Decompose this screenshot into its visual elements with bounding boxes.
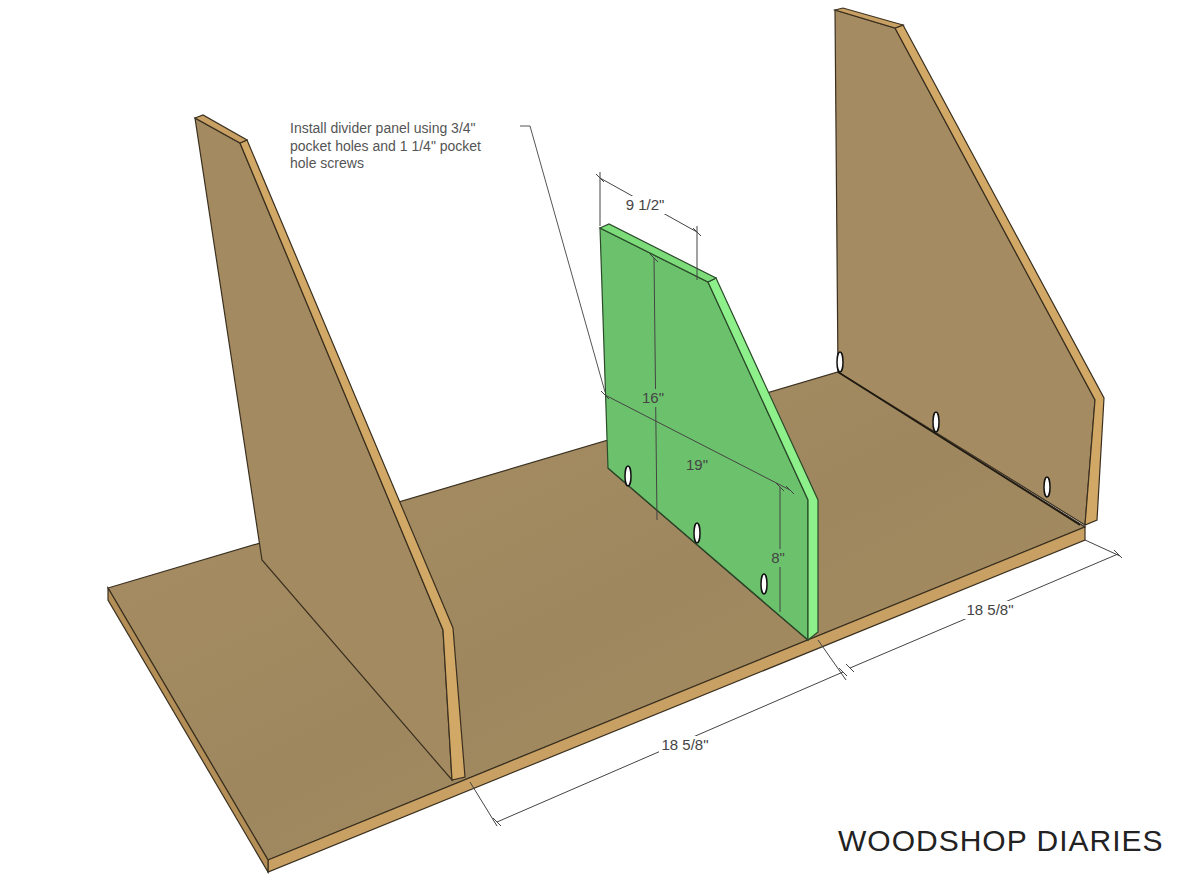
pocket-holes — [625, 352, 1050, 594]
dimension-label: 8" — [769, 549, 787, 567]
left-side-panel — [195, 115, 465, 780]
right-side-panel — [835, 8, 1104, 525]
dimension-label: 18 5/8" — [964, 601, 1015, 619]
divider-panel — [600, 224, 818, 640]
watermark: WOODSHOP DIARIES — [838, 823, 1164, 859]
instruction-note: Install divider panel using 3/4" pocket … — [290, 120, 490, 173]
dimension-label: 9 1/2" — [624, 196, 667, 214]
dimension-lines — [470, 172, 1122, 826]
dimension-label: 16" — [640, 389, 666, 407]
dimension-label: 18 5/8" — [659, 736, 710, 754]
leader-line — [520, 126, 605, 392]
dimension-label: 19" — [684, 456, 710, 474]
